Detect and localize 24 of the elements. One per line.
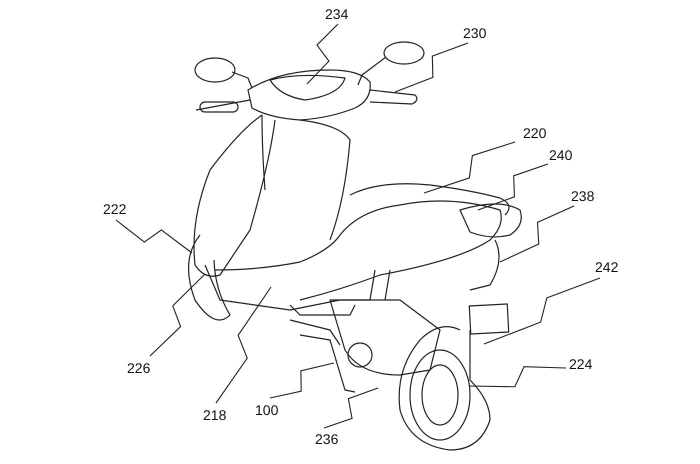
callout-number: 226 (126, 360, 152, 376)
callout-number: 222 (102, 201, 128, 217)
leader-line (216, 286, 272, 404)
leader-line (150, 274, 206, 356)
leader-line (324, 387, 378, 429)
leader-line (394, 42, 468, 93)
callout-number: 240 (548, 147, 574, 163)
leader-line (470, 366, 566, 388)
leader-line (478, 163, 548, 211)
leader-line (270, 362, 334, 399)
callout-number: 100 (254, 402, 280, 418)
callout-number: 236 (314, 431, 340, 447)
leader-line (424, 141, 516, 194)
leader-line (500, 206, 574, 262)
callout-number: 220 (522, 125, 548, 141)
callout-number: 234 (324, 6, 350, 22)
callout-number: 242 (594, 259, 620, 275)
callout-number: 218 (202, 407, 228, 423)
leader-line (116, 220, 192, 254)
callout-number: 230 (462, 25, 488, 41)
leader-line (306, 24, 338, 84)
callout-number: 238 (570, 188, 596, 204)
leader-line (484, 277, 600, 345)
callout-number: 224 (568, 356, 594, 372)
